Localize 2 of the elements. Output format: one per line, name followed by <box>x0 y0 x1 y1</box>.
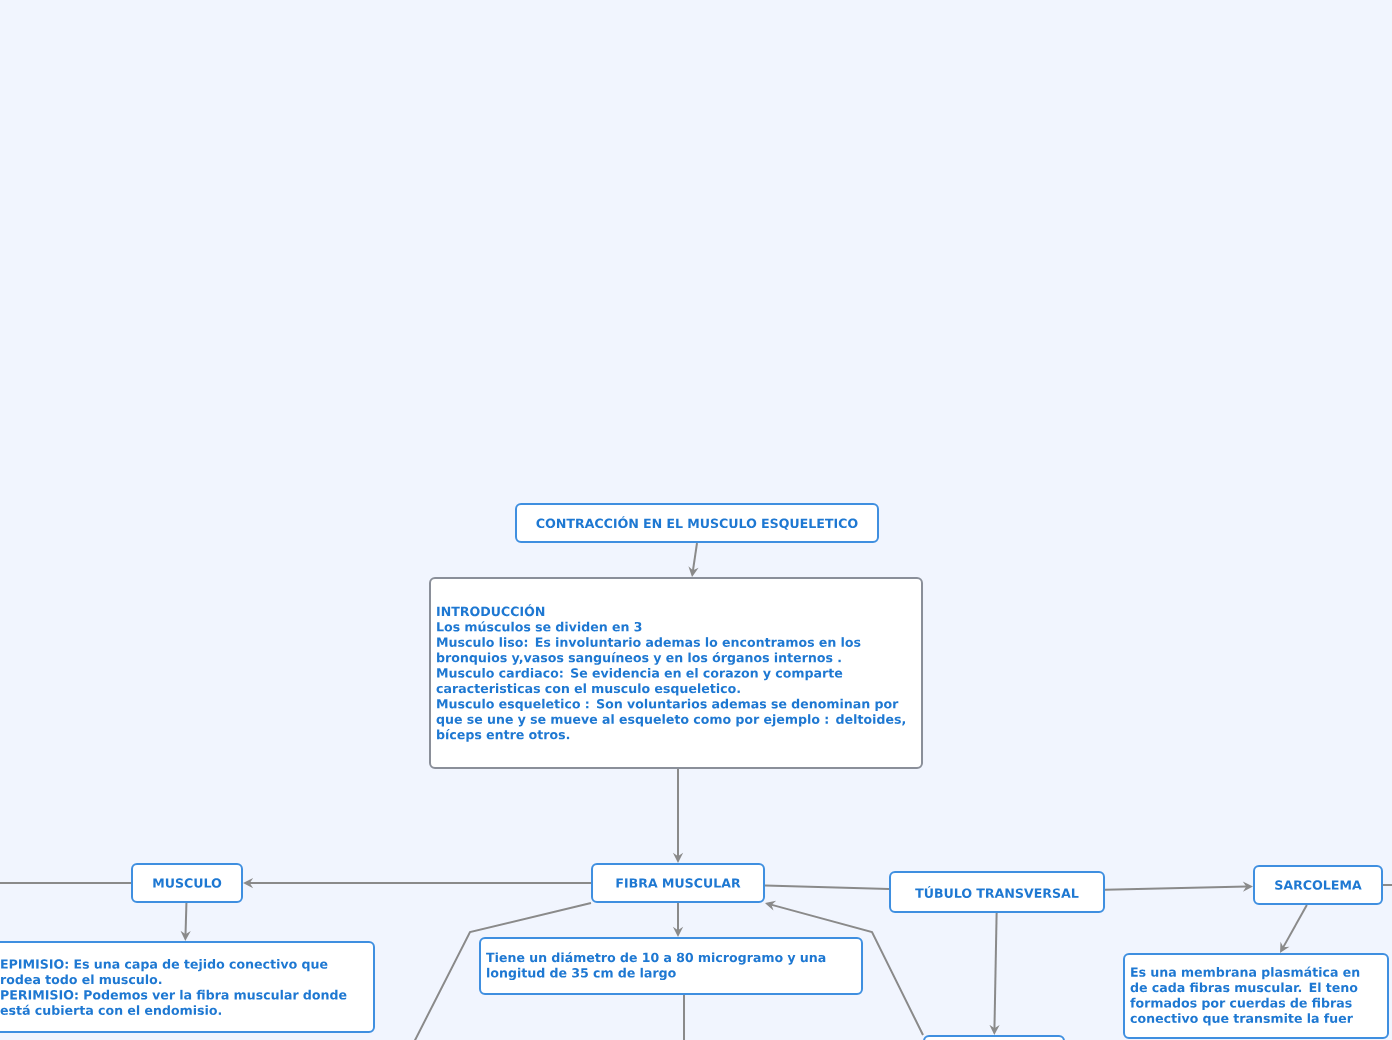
arrow <box>1280 904 1308 953</box>
empty-box <box>923 1035 1065 1040</box>
